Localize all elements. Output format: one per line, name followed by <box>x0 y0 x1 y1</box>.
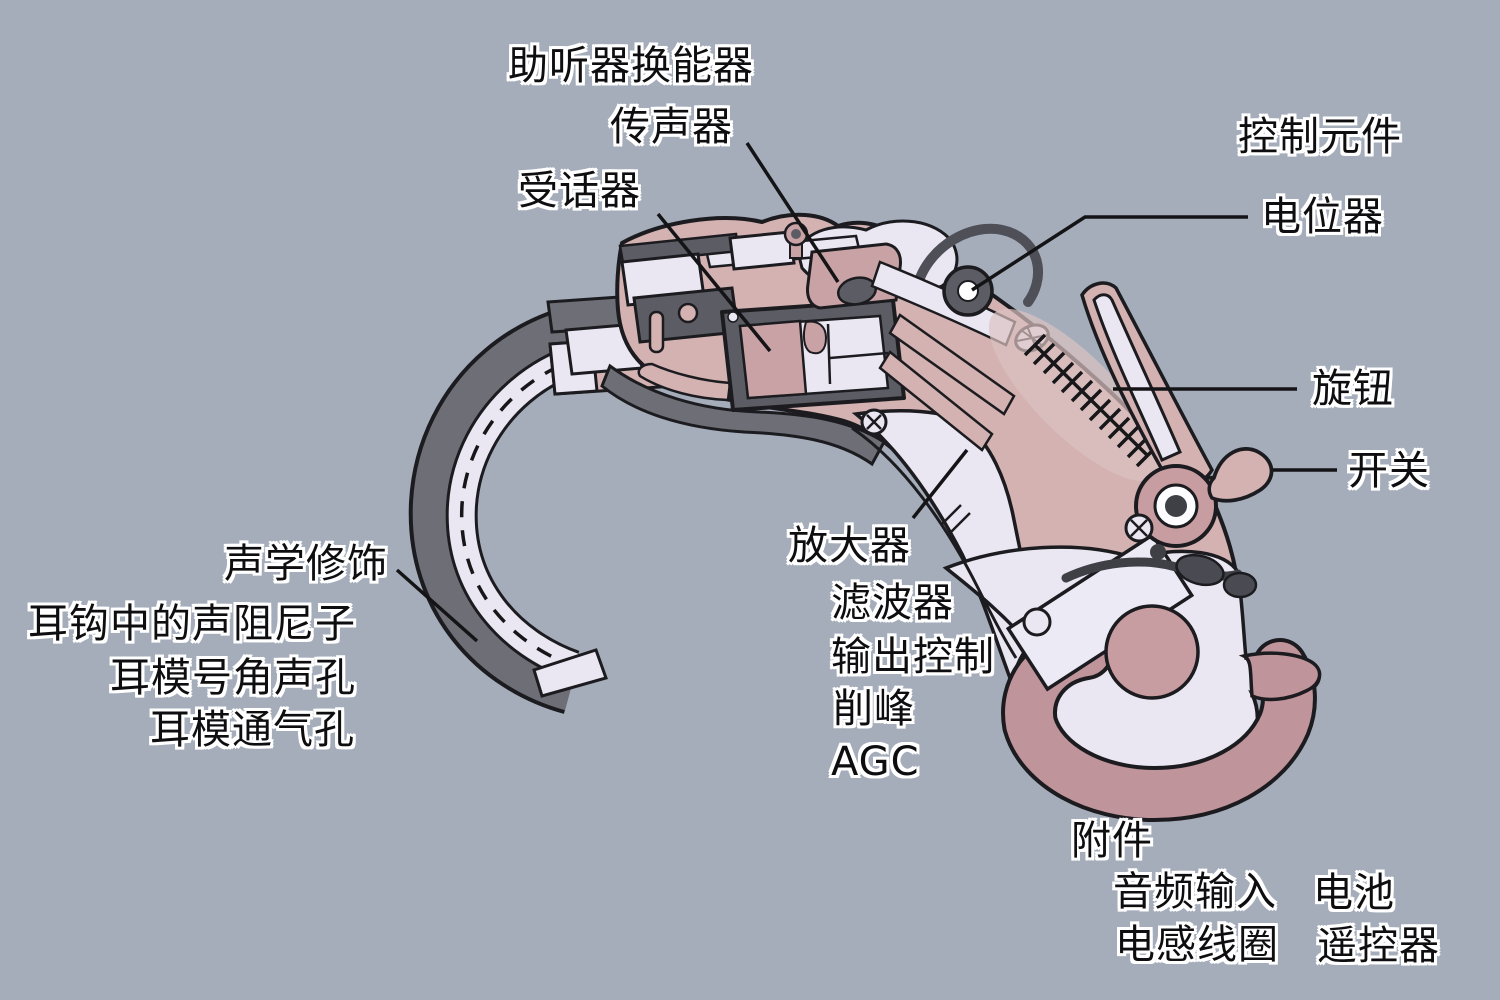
label-switch: 开关 <box>1348 448 1430 494</box>
microphone-inlet-assembly <box>618 230 796 354</box>
chassis-under-band <box>600 362 886 467</box>
leader-amplifier <box>911 448 969 520</box>
chassis-strips <box>878 313 1016 452</box>
sound-path-dashed-line <box>460 349 645 668</box>
control-knob-wheel <box>1134 464 1218 548</box>
label-damper-in-earhook: 耳钩中的声阻尼子 <box>28 601 356 647</box>
label-amplifier: 放大器 <box>788 523 911 569</box>
battery-hinge-hook <box>1001 624 1322 823</box>
leader-receiver <box>656 212 772 353</box>
case-rim-line <box>851 426 1018 659</box>
label-earmold-horn: 耳模号角声孔 <box>110 655 356 701</box>
label-agc: AGC <box>831 739 920 785</box>
chassis-screw <box>860 408 888 436</box>
label-earmold-vent: 耳模通气孔 <box>150 707 355 753</box>
label-transducers-header: 助听器换能器 <box>508 43 754 89</box>
battery-cell <box>1104 604 1200 700</box>
hook-point-tip <box>1238 651 1322 702</box>
ear-hook-tip-face <box>532 648 608 698</box>
internal-wire-loop <box>911 223 1044 307</box>
case-pin-hole <box>1022 607 1052 637</box>
label-acoustic-mod-header: 声学修饰 <box>224 541 388 587</box>
leader-acoustic-mod <box>395 568 479 643</box>
knob-screw <box>1124 513 1154 543</box>
label-peak-clipping: 削峰 <box>833 686 915 732</box>
label-potentiometer: 电位器 <box>1261 194 1384 240</box>
microphone-block <box>783 221 902 310</box>
label-receiver: 受话器 <box>518 168 641 214</box>
label-remote-control: 遥控器 <box>1317 923 1440 969</box>
label-microphone: 传声器 <box>610 104 733 150</box>
label-controls-header: 控制元件 <box>1238 114 1402 160</box>
label-filter: 滤波器 <box>831 580 954 626</box>
potentiometer-wheel <box>942 265 994 317</box>
volume-wheel-shading <box>988 308 1162 482</box>
leader-microphone <box>745 142 840 283</box>
label-knob: 旋钮 <box>1312 366 1394 412</box>
leader-potentiometer <box>971 215 1248 292</box>
volume-serration-ladder <box>1023 333 1159 468</box>
receiver-block <box>738 319 808 400</box>
label-audio-input: 音频输入 <box>1113 869 1277 915</box>
connector-wires <box>1061 544 1258 599</box>
label-telecoil: 电感线圈 <box>1115 922 1279 968</box>
label-output-control: 输出控制 <box>831 634 995 680</box>
switch-lever <box>1207 447 1274 503</box>
receiver-housing <box>720 298 906 412</box>
label-battery: 电池 <box>1313 870 1395 916</box>
label-accessories-header: 附件 <box>1071 818 1153 864</box>
lever-fin <box>1080 281 1215 488</box>
